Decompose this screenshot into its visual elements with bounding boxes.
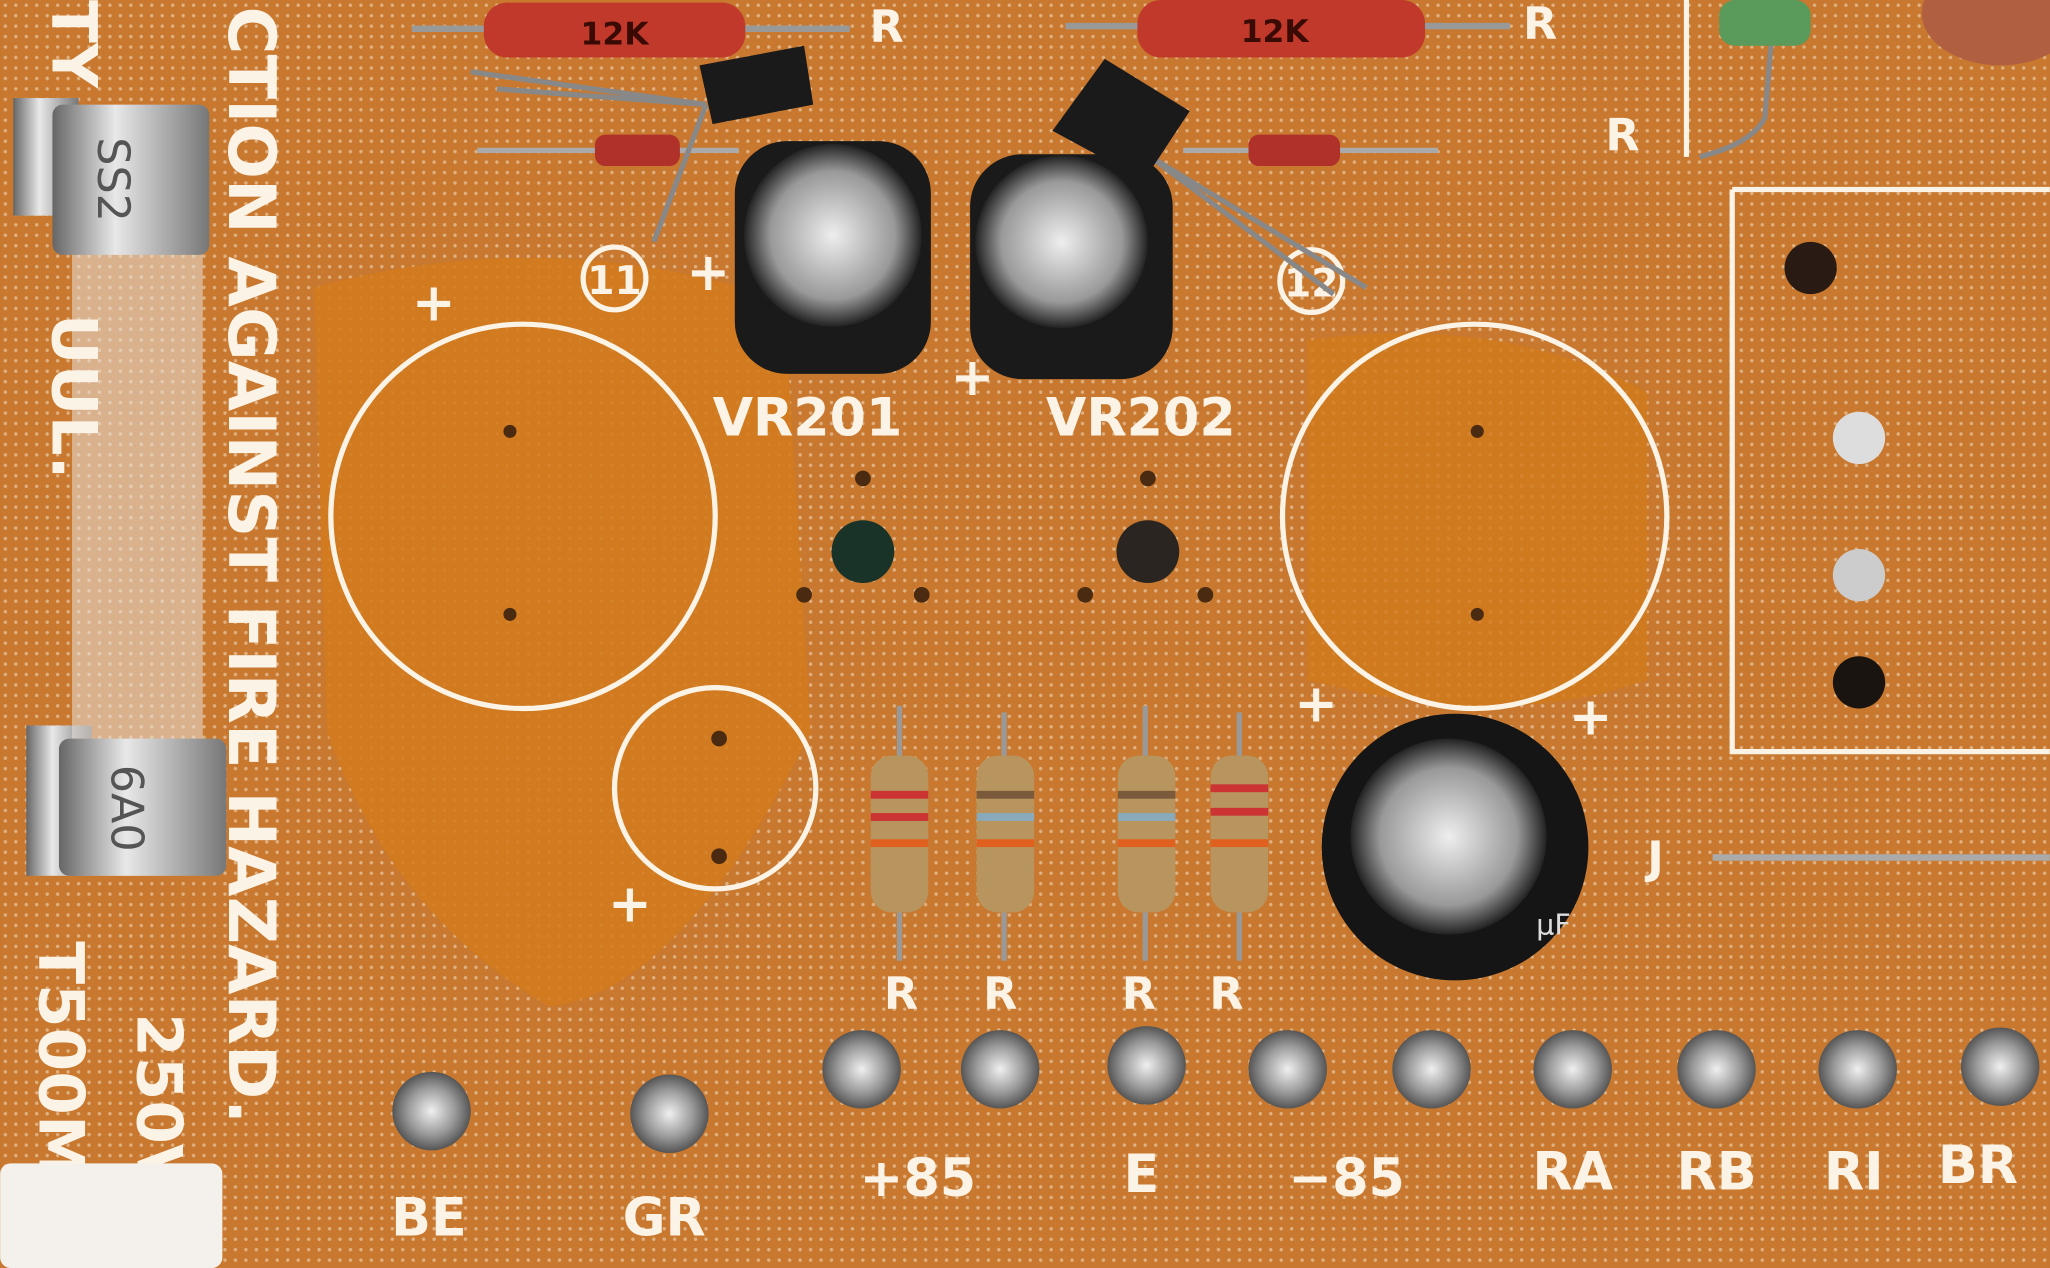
vr202-label: VR202 [1046, 387, 1236, 448]
vr-footprint [328, 321, 718, 712]
terminal-label-ra: RA [1532, 1142, 1613, 1203]
vr-footprint [1279, 321, 1670, 712]
svg-text:+: + [608, 874, 652, 935]
terminal-label-ri: RI [1824, 1142, 1884, 1203]
terminal-label-gr: GR [623, 1187, 706, 1248]
electrolytic-capacitor [970, 154, 1173, 380]
terminal-label-minus85: −85 [1288, 1148, 1405, 1209]
terminal-label-e: E [1123, 1144, 1159, 1205]
resistor-12k: 12K [411, 2, 850, 58]
terminal-labels: BE GR +85 E −85 RA RB RI BR [391, 1135, 2018, 1248]
fuse: SS2 6A0 [13, 98, 227, 876]
vr201-label: VR201 [713, 387, 903, 448]
resin-patch [1307, 333, 1648, 706]
svg-text:12K: 12K [581, 16, 651, 52]
brown-component [1921, 0, 2050, 66]
terminal-label-be: BE [391, 1187, 467, 1248]
cap-footprint [611, 684, 819, 892]
svg-text:12K: 12K [1241, 14, 1311, 50]
circle-12-label: 12 [1284, 262, 1339, 307]
svg-text:R: R [983, 969, 1017, 1020]
solder-pads [392, 1026, 2040, 1153]
circle-11-label: 11 [587, 259, 642, 304]
holes [503, 241, 1886, 865]
svg-text:SS2: SS2 [87, 137, 138, 222]
diode [1183, 134, 1439, 167]
resistor-12k: 12K [1065, 0, 1510, 58]
resistors-vertical [870, 705, 1269, 961]
plus-marks: +++ +++ [412, 242, 1613, 934]
electrolytic-capacitor [734, 141, 931, 374]
circle-12 [1277, 247, 1346, 316]
transistor [470, 45, 814, 243]
diode [477, 134, 739, 167]
transistor [1052, 58, 1368, 297]
component-lead [1698, 38, 1775, 160]
terminal-label-br: BR [1938, 1135, 2018, 1196]
svg-text:+: + [1294, 674, 1338, 735]
svg-text:R: R [1209, 969, 1243, 1020]
terminal-label-rb: RB [1676, 1142, 1756, 1203]
svg-text:+: + [1569, 687, 1613, 748]
type-label: TY [37, 0, 110, 90]
svg-text:R: R [1122, 969, 1156, 1020]
r-label: R [1605, 110, 1639, 161]
resin-patch [313, 257, 811, 1007]
connector-outline [1729, 186, 2050, 755]
r-label: R [1523, 0, 1557, 50]
white-tab [0, 1163, 223, 1268]
r-label: R [869, 2, 903, 53]
svg-text:R: R [884, 969, 918, 1020]
electrolytic-capacitor: µF [1321, 713, 1589, 981]
fuse-voltage: 250V [122, 1013, 195, 1193]
circle-11 [580, 244, 649, 313]
svg-text:+: + [686, 242, 730, 303]
green-component [1719, 0, 1811, 46]
svg-text:µF: µF [1536, 908, 1571, 942]
svg-text:+: + [412, 272, 456, 333]
warning-text: CTION AGAINST FIRE HAZARD. [213, 7, 289, 1124]
svg-text:6A0: 6A0 [100, 765, 151, 852]
ul-label: UUL. [37, 314, 110, 480]
j-label: J [1644, 833, 1664, 884]
terminal-label-plus85: +85 [860, 1148, 977, 1209]
